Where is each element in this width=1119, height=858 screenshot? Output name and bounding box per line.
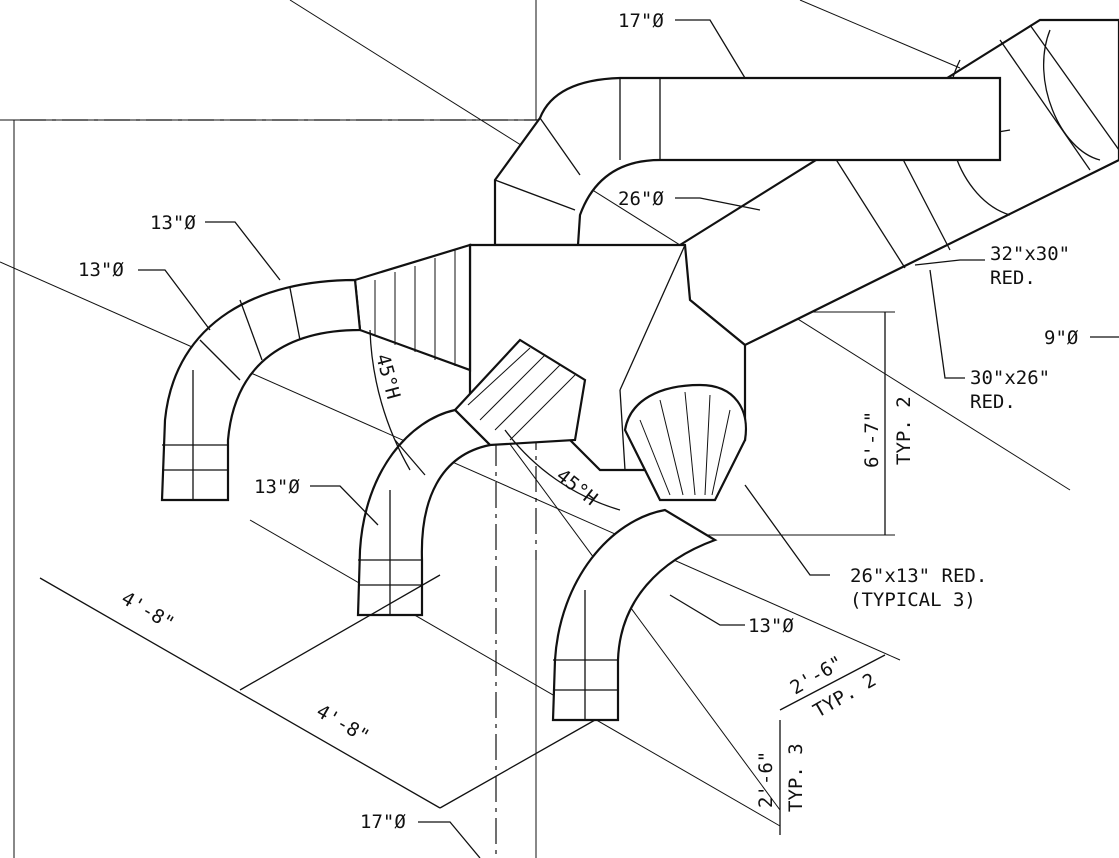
upper-branch-elbow xyxy=(493,76,1002,247)
label-30x26-reducer: 30"x26" xyxy=(970,367,1050,389)
left-branch xyxy=(160,243,472,502)
label-13-dia-b: 13"Ø xyxy=(78,259,124,281)
label-9-dia: 9"Ø xyxy=(1044,327,1079,349)
label-dim-2-6-b: 2'-6" xyxy=(755,751,777,808)
label-13-dia-a: 13"Ø xyxy=(150,212,196,234)
leader-lines xyxy=(138,19,1119,858)
label-32x30-red: RED. xyxy=(990,267,1036,289)
label-13-dia-c: 13"Ø xyxy=(254,476,300,498)
label-17-dia-bottom: 17"Ø xyxy=(360,811,406,833)
label-26x13-typical: (TYPICAL 3) xyxy=(850,589,976,611)
label-dim-6-7: 6'-7" xyxy=(861,411,883,468)
main-trunk-duct xyxy=(678,18,1119,347)
center-branch xyxy=(356,338,587,617)
label-17-dia-top: 17"Ø xyxy=(618,10,664,32)
label-30x26-red: RED. xyxy=(970,391,1016,413)
label-13-dia-d: 13"Ø xyxy=(748,615,794,637)
dimension-lines xyxy=(39,312,886,835)
right-branch xyxy=(551,383,747,722)
label-dim-4-8-b: 4'-8" xyxy=(313,700,374,748)
label-dim-6-7-typ: TYP. 2 xyxy=(893,396,915,465)
label-dim-2-6-b-typ: TYP. 3 xyxy=(785,743,807,812)
label-26-dia-main: 26"Ø xyxy=(618,188,664,210)
label-angle-45h-center: 45°H xyxy=(552,465,602,511)
label-angle-45h-left: 45°H xyxy=(371,352,404,402)
label-32x30-reducer: 32"x30" xyxy=(990,243,1070,265)
label-26x13-reducer: 26"x13" RED. xyxy=(850,565,987,587)
